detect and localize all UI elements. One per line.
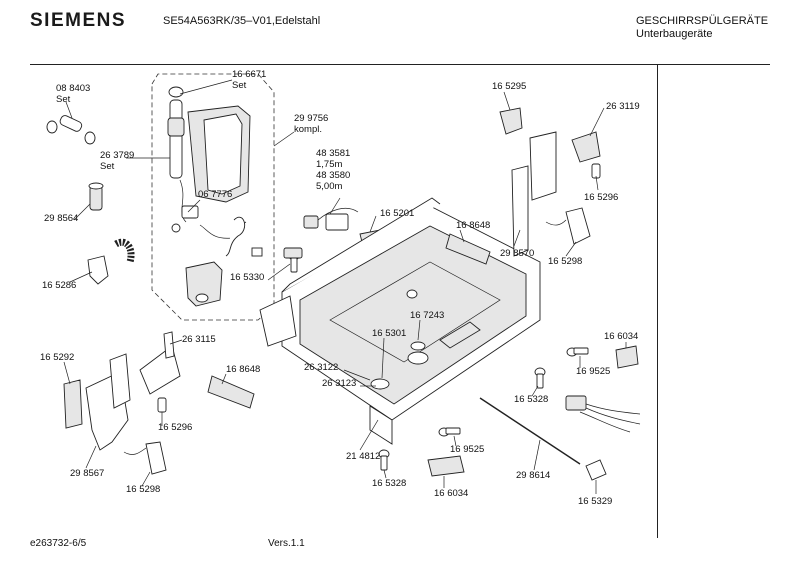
callout-line: 16 5301 — [372, 328, 406, 339]
base-tub — [259, 197, 541, 445]
spring-coil — [88, 182, 104, 211]
part-number-callout: 16 5295 — [492, 81, 526, 92]
callout-line: 16 6034 — [604, 331, 638, 342]
callout-line: 16 5295 — [492, 81, 526, 92]
callout-line: 16 8648 — [456, 220, 490, 231]
part-number-callout: 29 8567 — [70, 468, 104, 479]
callout-line: 06 7776 — [198, 189, 232, 200]
callout-line: Set — [56, 94, 71, 105]
rod-and-plug — [479, 397, 607, 481]
version-label: Vers.1.1 — [268, 538, 305, 549]
part-number-callout: 26 3122 — [304, 362, 338, 373]
callout-line: 16 6671 — [232, 69, 266, 80]
part-number-callout: 16 5301 — [372, 328, 406, 339]
callout-line: 16 5292 — [40, 352, 74, 363]
callout-line: 16 5329 — [578, 496, 612, 507]
valve-assembly — [151, 73, 275, 321]
callout-line: 16 6034 — [434, 488, 468, 499]
part-number-callout: 29 8614 — [516, 470, 550, 481]
callout-line: 16 5328 — [514, 394, 548, 405]
part-number-callout: 16 5330 — [230, 272, 264, 283]
callout-line: 29 8567 — [70, 468, 104, 479]
callout-line: 16 5296 — [158, 422, 192, 433]
part-number-callout: 16 7243 — [410, 310, 444, 321]
callout-line: 16 8648 — [226, 364, 260, 375]
part-number-callout: 16 9525 — [576, 366, 610, 377]
callout-line: 26 3789 — [100, 150, 134, 161]
part-number-callout: 16 5286 — [42, 280, 76, 291]
part-number-callout: 16 6034 — [604, 331, 638, 342]
callout-line: 29 8614 — [516, 470, 550, 481]
part-number-callout: 16 5201 — [380, 208, 414, 219]
callout-line: 29 8564 — [44, 213, 78, 224]
part-number-callout: 29 8564 — [44, 213, 78, 224]
callout-line: 26 3115 — [182, 334, 216, 345]
header-divider — [30, 64, 770, 65]
callout-line: 26 3123 — [322, 378, 356, 389]
callout-line: 26 3119 — [606, 101, 640, 112]
side-divider — [657, 64, 658, 538]
callout-line: 16 5328 — [372, 478, 406, 489]
bracket-small — [87, 255, 109, 285]
callout-line: 16 9525 — [576, 366, 610, 377]
callout-line: 48 3580 — [316, 170, 350, 181]
part-number-callout: 26 3115 — [182, 334, 216, 345]
callout-line: Set — [100, 161, 115, 172]
part-number-callout: 26 3119 — [606, 101, 640, 112]
part-number-callout: 16 5292 — [40, 352, 74, 363]
callout-line: 26 3122 — [304, 362, 338, 373]
callout-line: 16 5296 — [584, 192, 618, 203]
callout-line: 48 3581 — [316, 148, 350, 159]
part-number-callout: 16 5298 — [548, 256, 582, 267]
callout-line: 16 5201 — [380, 208, 414, 219]
wiring-connector — [427, 345, 641, 477]
part-number-callout: 16 8648 — [456, 220, 490, 231]
hose-clamp-set — [46, 115, 96, 145]
callout-line: 29 8570 — [500, 248, 534, 259]
document-id: e263732-6/5 — [30, 538, 87, 549]
leader-lines — [63, 79, 627, 494]
brand-logo: SIEMENS — [30, 10, 127, 31]
hose-corrugated — [114, 238, 135, 263]
screws-fasteners — [283, 247, 589, 471]
part-number-callout: 16 6034 — [434, 488, 468, 499]
part-number-callout: 29 8570 — [500, 248, 534, 259]
callout-line: kompl. — [294, 124, 322, 135]
callout-line: 16 5298 — [126, 484, 160, 495]
model-title: SE54A563RK/35–V01,Edelstahl — [163, 15, 321, 27]
callout-line: 16 5330 — [230, 272, 264, 283]
part-number-callout: 16 5329 — [578, 496, 612, 507]
part-number-callout: 06 7776 — [198, 189, 232, 200]
right-bracket-assembly — [445, 107, 601, 265]
callout-line: 08 8403 — [56, 83, 90, 94]
part-number-callout: 16 5298 — [126, 484, 160, 495]
part-number-callout: 16 5296 — [158, 422, 192, 433]
part-number-callout: 16 5328 — [514, 394, 548, 405]
part-number-callout: 16 8648 — [226, 364, 260, 375]
part-number-callout: 16 5328 — [372, 478, 406, 489]
left-bracket-assembly — [63, 331, 255, 475]
category-title: GESCHIRRSPÜLGERÄTE — [636, 15, 769, 27]
subcategory-title: Unterbaugeräte — [636, 28, 713, 40]
callout-line: 21 4812 — [346, 451, 380, 462]
part-number-callout: 16 9525 — [450, 444, 484, 455]
callout-line: 5,00m — [316, 181, 342, 192]
callout-line: 16 7243 — [410, 310, 444, 321]
part-number-callout: 26 3123 — [322, 378, 356, 389]
callout-line: 16 5286 — [42, 280, 76, 291]
callout-line: 16 5298 — [548, 256, 582, 267]
callout-line: 1,75m — [316, 159, 342, 170]
callout-line: 29 9756 — [294, 113, 328, 124]
callout-line: Set — [232, 80, 247, 91]
callout-line: 16 9525 — [450, 444, 484, 455]
part-number-callout: 16 5296 — [584, 192, 618, 203]
part-number-callout: 21 4812 — [346, 451, 380, 462]
